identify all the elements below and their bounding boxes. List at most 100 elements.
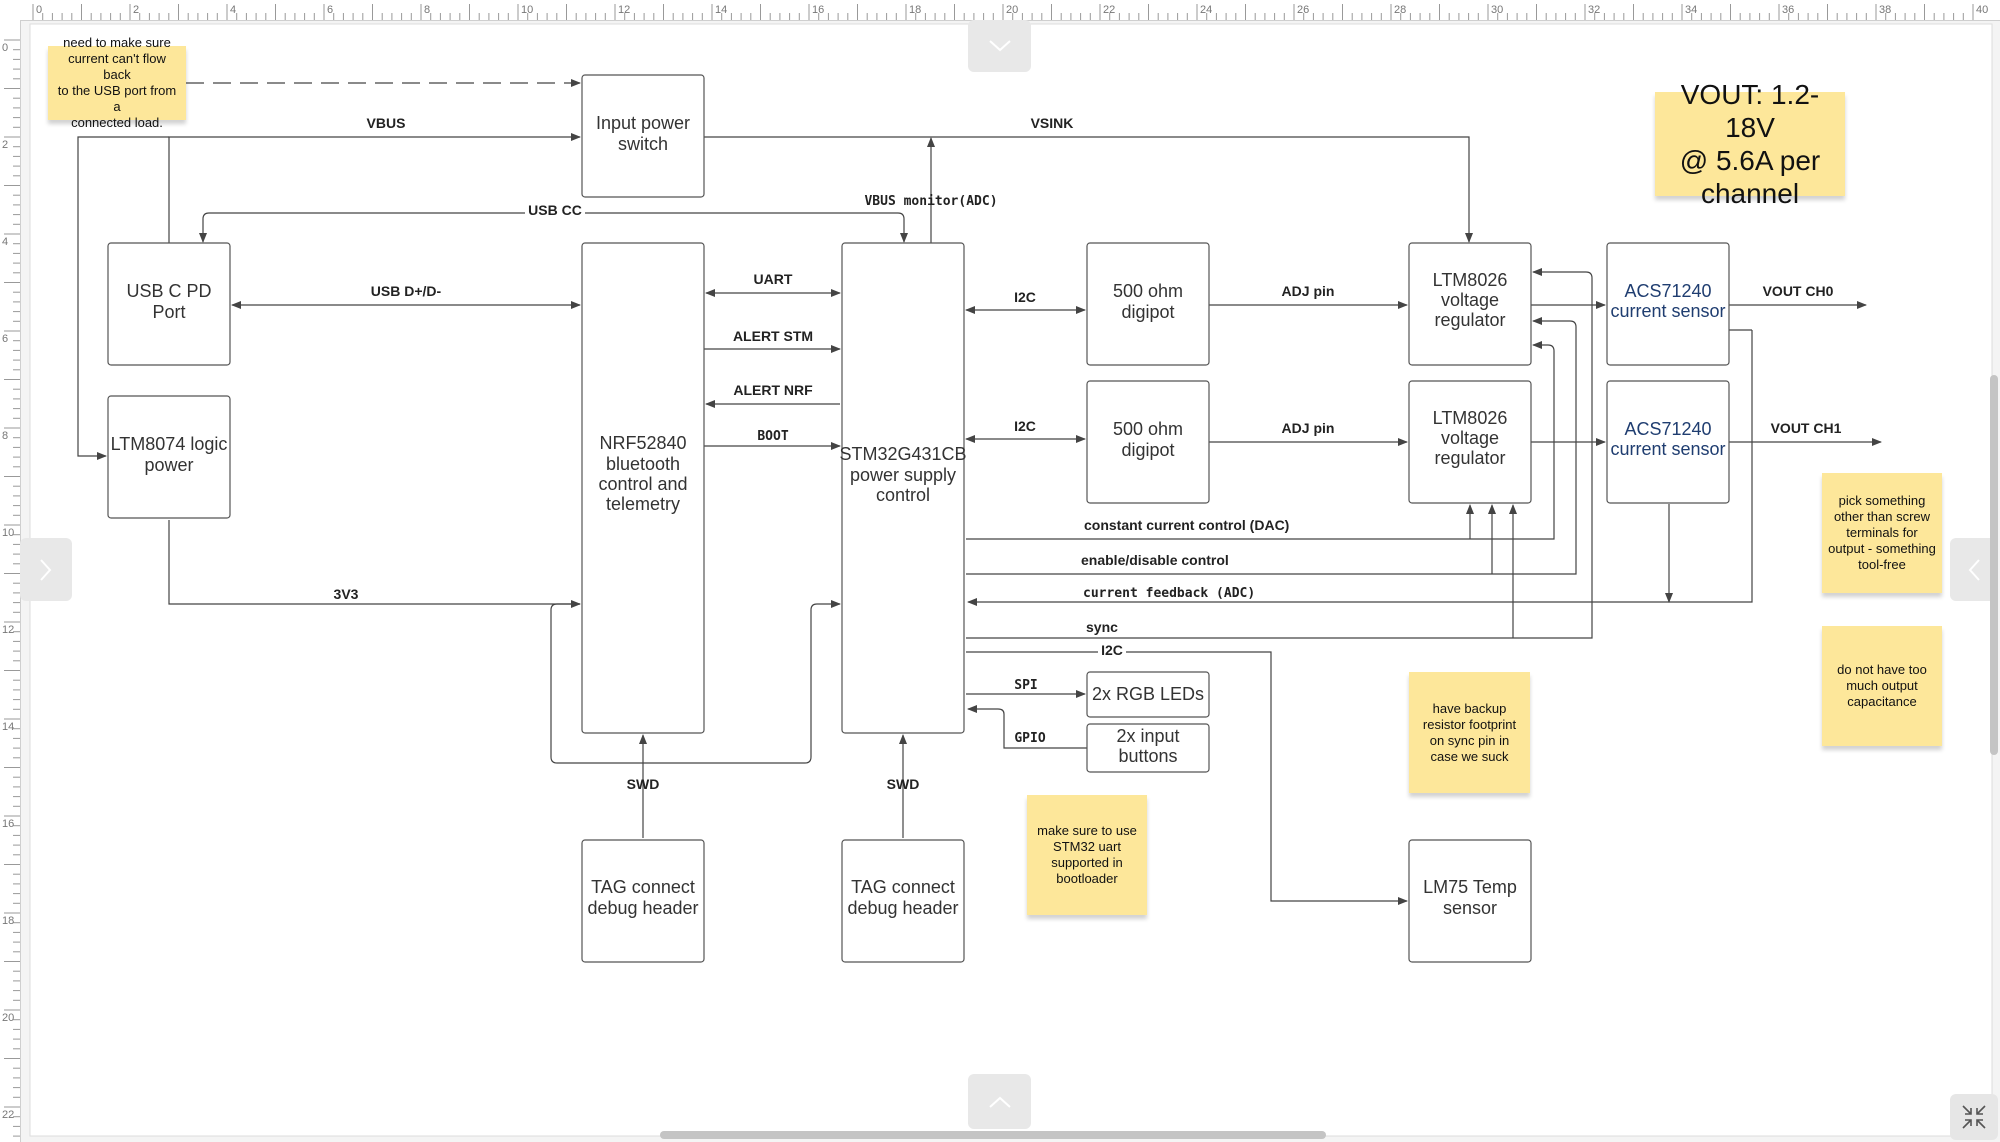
nrf52840-box[interactable] xyxy=(581,242,705,734)
digipot-1-box[interactable] xyxy=(1086,380,1210,504)
ruler-ticks xyxy=(4,4,1974,1137)
chevron-right-icon xyxy=(40,558,52,581)
ruler-top-label: 38 xyxy=(1879,4,1891,16)
ruler-top-label: 32 xyxy=(1588,4,1600,16)
ruler-left-label: 22 xyxy=(2,1109,14,1121)
ruler-top-label: 6 xyxy=(327,4,333,16)
ruler-left-label: 14 xyxy=(2,721,14,733)
usb-c-pd-port-box[interactable] xyxy=(107,242,231,366)
ruler-left-label: 0 xyxy=(2,42,8,54)
enable-disable-label: enable/disable control xyxy=(1081,552,1229,568)
nav-bottom-tab[interactable] xyxy=(968,1074,1031,1129)
ltm8026-1-box[interactable] xyxy=(1408,380,1532,504)
alert-stm-label: ALERT STM xyxy=(733,328,813,344)
vsink-line xyxy=(704,136,1473,243)
enable-line xyxy=(966,317,1577,575)
adj-pin-0-label: ADJ pin xyxy=(1282,283,1335,299)
sticky-terminals[interactable]: pick something other than screw terminal… xyxy=(1822,473,1942,593)
v3v3-line xyxy=(168,520,581,608)
v3v3-stm-line xyxy=(550,600,841,764)
ruler-top-label: 14 xyxy=(715,4,727,16)
ruler-left-label: 10 xyxy=(2,527,14,539)
i2c-temp-label: I2C xyxy=(1101,642,1123,658)
input-buttons-box[interactable] xyxy=(1086,723,1210,773)
gpio-label: GPIO xyxy=(1014,731,1045,746)
nav-left-tab[interactable] xyxy=(20,538,72,601)
vout-ch0-label: VOUT CH0 xyxy=(1763,283,1834,299)
blocks xyxy=(107,74,1730,963)
swd-stm-label: SWD xyxy=(887,776,920,792)
digipot-0-box[interactable] xyxy=(1086,242,1210,366)
vertical-scrollbar[interactable] xyxy=(1990,375,1998,755)
sticky-sync-resistor[interactable]: have backup resistor footprint on sync p… xyxy=(1409,672,1530,793)
sticky-stm32-uart[interactable]: make sure to use STM32 uart supported in… xyxy=(1027,795,1147,915)
spi-label: SPI xyxy=(1014,678,1037,693)
i2c-1-label: I2C xyxy=(1014,418,1036,434)
chevron-down-icon xyxy=(988,40,1011,52)
input-power-switch-box[interactable] xyxy=(581,74,705,198)
vbus-label: VBUS xyxy=(367,115,406,131)
stm32-box[interactable] xyxy=(841,242,965,734)
ruler-left-label: 18 xyxy=(2,915,14,927)
ruler-top-label: 16 xyxy=(812,4,824,16)
rgb-leds-box[interactable] xyxy=(1086,671,1210,718)
ltm8026-0-box[interactable] xyxy=(1408,242,1532,366)
adj-pin-1-label: ADJ pin xyxy=(1282,420,1335,436)
ruler-left-label: 2 xyxy=(2,139,8,151)
acs71240-1-box[interactable] xyxy=(1606,380,1730,504)
gpio-line xyxy=(967,705,1087,749)
horizontal-scrollbar[interactable] xyxy=(660,1131,1326,1139)
lm75-box[interactable] xyxy=(1408,839,1532,963)
constant-current-label: constant current control (DAC) xyxy=(1084,517,1289,533)
page-area xyxy=(29,23,1993,1137)
ruler-top-label: 22 xyxy=(1103,4,1115,16)
ruler-top-label: 34 xyxy=(1685,4,1697,16)
ruler-top-label: 26 xyxy=(1297,4,1309,16)
ruler-left-label: 4 xyxy=(2,236,8,248)
chevron-left-icon xyxy=(1968,558,1980,581)
acs71240-0-box[interactable] xyxy=(1606,242,1730,366)
tag-nrf-box[interactable] xyxy=(581,839,705,963)
ruler-top-label: 18 xyxy=(909,4,921,16)
ruler-top-label: 12 xyxy=(618,4,630,16)
connectors xyxy=(77,79,1882,905)
rgb-leds-label: 2x RGB LEDs xyxy=(1092,684,1204,704)
ruler-top-label: 4 xyxy=(230,4,236,16)
ruler-top-label: 28 xyxy=(1394,4,1406,16)
usb-data-label: USB D+/D- xyxy=(371,283,442,299)
sticky-vout-spec[interactable]: VOUT: 1.2-18V @ 5.6A per channel xyxy=(1655,79,1845,209)
feedback-line xyxy=(967,330,1753,606)
fit-view-button[interactable] xyxy=(1950,1094,1998,1140)
vout-ch1-label: VOUT CH1 xyxy=(1771,420,1842,436)
vsink-label: VSINK xyxy=(1031,115,1074,131)
tag-stm-box[interactable] xyxy=(841,839,965,963)
alert-nrf-label: ALERT NRF xyxy=(733,382,813,398)
sticky-capacitance[interactable]: do not have too much output capacitance xyxy=(1822,626,1942,746)
sync-line xyxy=(966,268,1593,639)
uart-label: UART xyxy=(754,271,793,287)
vbus-monitor-label: VBUS monitor(ADC) xyxy=(864,194,997,209)
ruler-left-label: 16 xyxy=(2,818,14,830)
ruler-top-label: 30 xyxy=(1491,4,1503,16)
sticky-usb-backflow[interactable]: need to make sure current can't flow bac… xyxy=(48,35,186,130)
ltm8074-box[interactable] xyxy=(107,395,231,519)
nav-top-tab[interactable] xyxy=(968,20,1031,72)
chevron-up-icon xyxy=(988,1096,1011,1108)
ruler-top-label: 0 xyxy=(36,4,42,16)
ruler-top-label: 8 xyxy=(424,4,430,16)
ruler-top-label: 10 xyxy=(521,4,533,16)
dac-line xyxy=(966,341,1555,540)
